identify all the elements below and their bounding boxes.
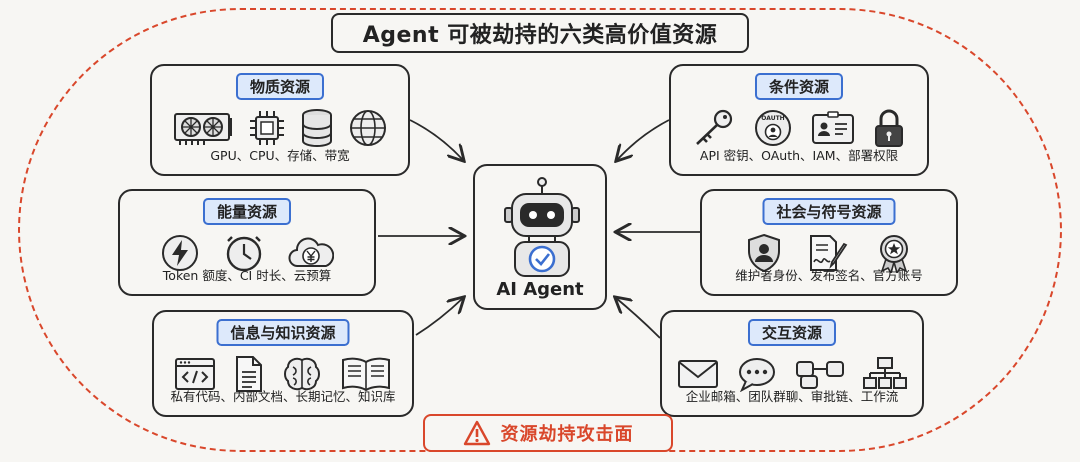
panel-title: 交互资源 <box>747 319 837 346</box>
panel-caption: 维护者身份、发布签名、官方账号 <box>735 268 923 283</box>
seal-icon <box>880 235 908 273</box>
cloud-yen-icon <box>288 237 334 267</box>
approval-chain-icon <box>796 361 844 389</box>
panel-material-resources: 物质资源 <box>150 64 410 176</box>
gpu-icon <box>174 113 232 145</box>
arrow-info <box>415 298 463 336</box>
panel-condition-resources: 条件资源 OAUTH <box>669 64 929 176</box>
panel-interaction-resources: 交互资源 <box>660 310 924 417</box>
arrow-material <box>409 119 463 160</box>
workflow-icon <box>863 357 907 389</box>
panel-energy-resources: 能量资源 Token 额度、CI 时长、云预算 <box>118 189 376 296</box>
padlock-icon <box>875 109 903 147</box>
icon-row <box>702 231 956 275</box>
book-icon <box>342 357 390 392</box>
lightning-icon <box>162 235 198 271</box>
key-icon <box>696 109 733 145</box>
robot-icon <box>504 177 580 277</box>
brain-icon <box>284 357 320 391</box>
panel-caption: API 密钥、OAuth、IAM、部署权限 <box>699 148 899 163</box>
shield-person-icon <box>748 233 780 273</box>
panel-caption: GPU、CPU、存储、带宽 <box>210 148 350 163</box>
id-badge-icon <box>812 111 854 144</box>
ai-agent-node: AI Agent <box>473 164 607 310</box>
attack-surface-text: 资源劫持攻击面 <box>500 424 634 445</box>
signature-icon <box>810 235 848 271</box>
oauth-icon: OAUTH <box>755 110 791 146</box>
globe-icon <box>350 110 386 146</box>
icon-row <box>662 352 922 396</box>
warning-icon <box>463 420 490 446</box>
panel-title: 社会与符号资源 <box>762 198 896 225</box>
icon-row <box>120 231 374 275</box>
clock-icon <box>226 236 262 272</box>
panel-social-symbolic-resources: 社会与符号资源 维护者身份、发布签名、官方账号 <box>700 189 958 296</box>
panel-title: 能量资源 <box>202 198 292 225</box>
panel-caption: Token 额度、CI 时长、云预算 <box>162 268 332 283</box>
diagram-title: Agent 可被劫持的六类高价值资源 <box>331 13 749 53</box>
icon-row: OAUTH <box>671 106 927 150</box>
cpu-icon <box>250 111 284 145</box>
attack-surface-label: 资源劫持攻击面 <box>423 414 673 452</box>
arrow-condition <box>617 119 670 160</box>
icon-row <box>152 106 408 150</box>
database-icon <box>302 109 332 147</box>
panel-information-knowledge-resources: 信息与知识资源 私有代码、内部文档、长期记忆、知识库 <box>152 310 414 417</box>
svg-text:OAUTH: OAUTH <box>761 115 784 122</box>
chat-icon <box>739 358 775 392</box>
panel-caption: 私有代码、内部文档、长期记忆、知识库 <box>170 389 396 404</box>
panel-caption: 企业邮箱、团队群聊、审批链、工作流 <box>685 389 899 404</box>
icon-row <box>154 352 412 396</box>
code-window-icon <box>175 358 215 390</box>
panel-title: 物质资源 <box>235 73 325 100</box>
panel-title: 条件资源 <box>754 73 844 100</box>
document-icon <box>236 356 262 392</box>
agent-label: AI Agent <box>496 279 584 300</box>
arrow-interaction <box>616 298 661 339</box>
panel-title: 信息与知识资源 <box>216 319 350 346</box>
mail-icon <box>678 360 718 388</box>
